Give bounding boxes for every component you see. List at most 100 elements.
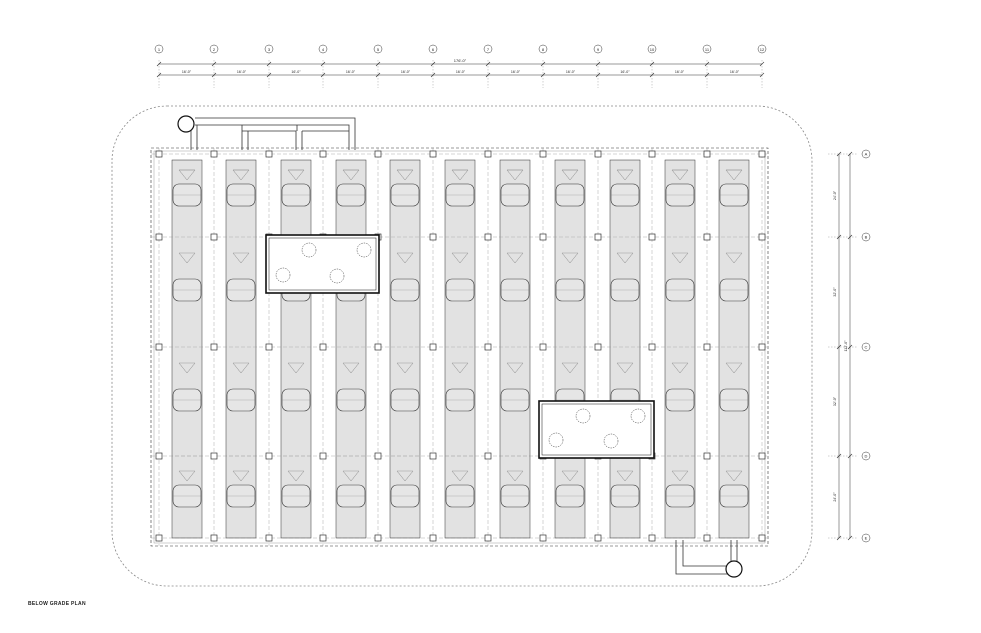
grid-bubble-row	[861, 149, 871, 159]
grid-bubble-row-label: E	[865, 536, 868, 541]
dimension-tick	[430, 61, 436, 67]
structural-column	[319, 150, 327, 158]
dimension-tick	[485, 72, 491, 78]
structural-column	[210, 534, 218, 542]
openings-layer	[265, 234, 655, 459]
tank-strip	[171, 159, 203, 539]
dimension-bay-label: 16'-0"	[237, 70, 247, 74]
flow-arrow	[616, 362, 634, 374]
dimension-bay-label: 16'-0"	[346, 70, 356, 74]
dimension-bay-label: 16'-0"	[456, 70, 466, 74]
structural-column	[539, 343, 547, 351]
structural-column	[594, 150, 602, 158]
grid-bubble-column-label: 11	[705, 47, 710, 52]
tank-strip-body	[389, 159, 421, 539]
grid-bubble-row	[861, 342, 871, 352]
flow-arrow	[725, 252, 743, 264]
grid-bubble-column-label: 5	[377, 47, 380, 52]
flow-arrow	[725, 362, 743, 374]
grid-bubble-row-label: C	[865, 345, 868, 350]
structural-column	[758, 343, 766, 351]
flow-arrow	[451, 470, 469, 482]
grid-bubble-column-label: 7	[487, 47, 490, 52]
flow-arrow	[616, 169, 634, 181]
opening-outer	[265, 234, 380, 294]
flow-arrow	[616, 470, 634, 482]
grid-bubble-column-label: 9	[597, 47, 600, 52]
cistern-circle	[575, 408, 591, 424]
structural-column	[265, 452, 273, 460]
structural-column	[539, 534, 547, 542]
structural-column	[758, 150, 766, 158]
structural-column	[429, 233, 437, 241]
tank-strip	[444, 159, 476, 539]
grid-bubble-column	[702, 44, 712, 54]
flow-arrow	[232, 252, 250, 264]
grid-bubble-column	[538, 44, 548, 54]
dimension-tick	[595, 61, 601, 67]
dimension-tick	[266, 61, 272, 67]
dimension-overall-depth-label: 112'-0"	[844, 340, 848, 352]
pipe-branch	[241, 125, 297, 150]
structural-column	[374, 150, 382, 158]
flow-arrow	[616, 252, 634, 264]
structural-column	[429, 150, 437, 158]
structural-column	[484, 233, 492, 241]
flow-arrow	[396, 470, 414, 482]
dimension-tick	[156, 72, 162, 78]
tank-strip-body	[718, 159, 750, 539]
site-boundary	[111, 105, 813, 587]
dimension-tick	[375, 72, 381, 78]
structural-column	[648, 343, 656, 351]
flow-arrow	[287, 362, 305, 374]
flow-arrow	[561, 362, 579, 374]
grid-bubble-column	[264, 44, 274, 54]
flow-arrow	[178, 252, 196, 264]
structural-column	[484, 150, 492, 158]
pump-node	[725, 560, 743, 578]
dimension-bay-label: 16'-0"	[620, 70, 630, 74]
flow-arrow	[671, 362, 689, 374]
structural-column	[155, 343, 163, 351]
shaft-opening	[538, 400, 655, 459]
flow-arrow	[232, 169, 250, 181]
grid-bubble-column-label: 4	[322, 47, 325, 52]
dimension-bay-label: 16'-0"	[511, 70, 521, 74]
tank-strip	[335, 159, 367, 539]
dimension-tick	[595, 72, 601, 78]
dimension-bay-label: 16'-0"	[730, 70, 740, 74]
grid-bubble-column-label: 12	[760, 47, 765, 52]
dimension-tick	[649, 61, 655, 67]
dimension-tick	[540, 61, 546, 67]
structural-column	[758, 534, 766, 542]
grid-bubble-row	[861, 533, 871, 543]
dimension-tick	[156, 61, 162, 67]
dimension-tick	[211, 61, 217, 67]
tank-strip	[499, 159, 531, 539]
structural-column	[758, 452, 766, 460]
structural-column	[429, 343, 437, 351]
structural-column	[374, 343, 382, 351]
flow-arrow	[396, 252, 414, 264]
pipe-main	[675, 540, 728, 575]
tank-strip-body	[171, 159, 203, 539]
grid-bubble-row	[861, 451, 871, 461]
tank-strip	[389, 159, 421, 539]
tank-strip	[718, 159, 750, 539]
flow-arrow	[178, 362, 196, 374]
structural-column	[319, 534, 327, 542]
cistern-circle	[356, 242, 372, 258]
structural-column	[703, 343, 711, 351]
cistern-circle	[329, 268, 345, 284]
flow-arrow	[287, 470, 305, 482]
cistern-circle	[603, 433, 619, 449]
structural-column	[648, 150, 656, 158]
grid-bubble-row	[861, 232, 871, 242]
cistern-circle	[630, 408, 646, 424]
flow-arrow	[561, 252, 579, 264]
grid-bubble-column	[318, 44, 328, 54]
grid-bubble-column-label: 10	[650, 47, 655, 52]
tank-strip-body	[225, 159, 257, 539]
